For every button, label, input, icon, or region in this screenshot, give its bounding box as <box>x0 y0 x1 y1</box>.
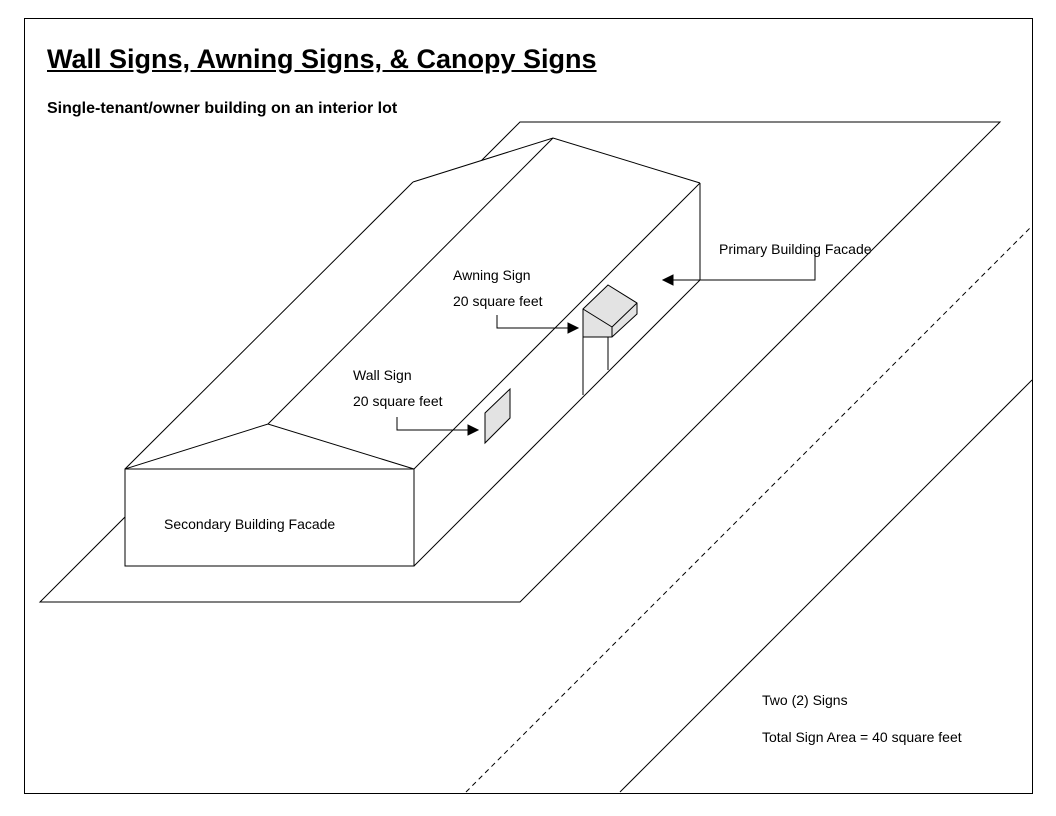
secondary-facade-label: Secondary Building Facade <box>164 516 336 532</box>
total-sign-area: Total Sign Area = 40 square feet <box>762 729 962 745</box>
street-edge <box>619 379 1033 793</box>
frame <box>24 18 1033 794</box>
subtitle: Single-tenant/owner building on an inter… <box>47 100 398 117</box>
street-centerline <box>465 225 1033 793</box>
wall-arrow <box>396 417 470 431</box>
page-title: Wall Signs, Awning Signs, & Canopy Signs <box>47 44 597 74</box>
wall-sign-label: Wall Sign <box>353 367 412 383</box>
awning-arrow <box>496 315 570 329</box>
wall-sign-area: 20 square feet <box>353 393 443 409</box>
awning-sign-label: Awning Sign <box>453 267 531 283</box>
wall-sign <box>484 387 511 445</box>
sign-count: Two (2) Signs <box>762 692 848 708</box>
primary-facade-label: Primary Building Facade <box>719 241 872 257</box>
building <box>124 137 701 567</box>
awning-sign-area: 20 square feet <box>453 293 543 309</box>
awning-sign <box>582 284 638 395</box>
primary-facade-arrow <box>671 250 816 281</box>
